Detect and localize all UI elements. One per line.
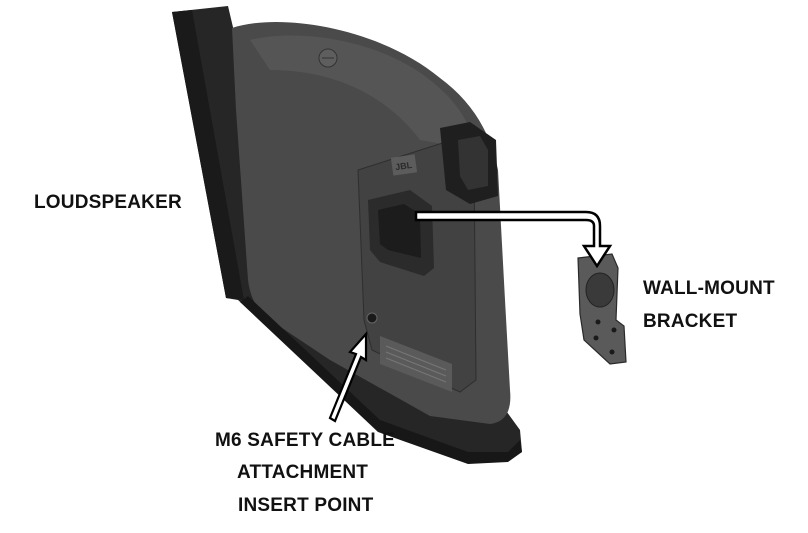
bracket-hole-2: [611, 327, 617, 333]
bracket-hole-3: [593, 335, 599, 341]
loudspeaker-label: LOUDSPEAKER: [34, 192, 182, 213]
mount-arrow: [414, 210, 613, 269]
cable-arrow: [328, 331, 368, 423]
wall-mount-bracket: [577, 253, 627, 365]
logo-badge: [390, 154, 418, 176]
bracket-hole-4: [609, 349, 615, 355]
bracket-label-line2: BRACKET: [643, 311, 738, 332]
bracket-hole-1: [595, 319, 601, 325]
cable-label-line3: INSERT POINT: [238, 495, 374, 516]
speaker-grille-edge: [172, 10, 244, 300]
speaker-back-top: [250, 35, 476, 150]
logo-text: JBL: [395, 160, 414, 172]
cable-label-line2: ATTACHMENT: [237, 462, 369, 483]
bracket-label-line1: WALL-MOUNT: [643, 278, 775, 299]
cable-insert-point: [366, 312, 378, 324]
speaker-bottom-edge: [240, 296, 522, 464]
cable-label-line1: M6 SAFETY CABLE: [215, 430, 396, 451]
side-handle-inner: [458, 136, 488, 190]
bracket-boss: [585, 272, 615, 308]
speaker-mount-plate-inner: [378, 204, 421, 258]
